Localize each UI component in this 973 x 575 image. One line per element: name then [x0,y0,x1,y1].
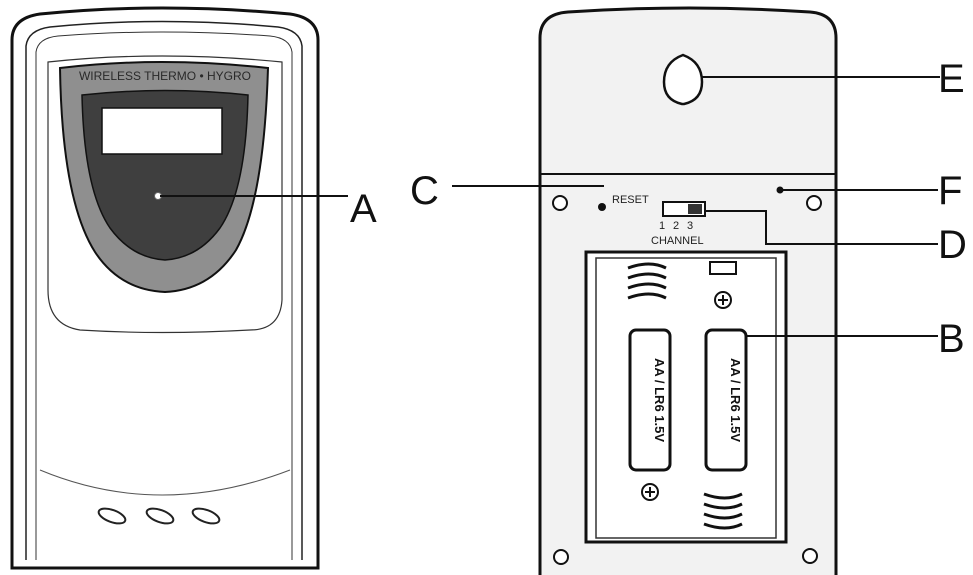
battery-spring-bottom-right [703,492,743,530]
back-device: RESET 1 2 3 CHANNEL AA / LR6 1 [410,6,967,575]
callout-label-c: C [410,169,439,213]
callout-line-d [705,210,938,245]
callout-label-b: B [938,317,965,361]
battery-text-left: AA / LR6 1.5V [652,358,667,442]
callout-label-d: D [938,223,967,267]
back-screw-hole-top-left [552,195,568,211]
reset-button-dot [598,203,606,211]
back-screw-hole-top-right [806,195,822,211]
back-hanging-hole [662,53,704,106]
front-device: WIRELESS THERMO • HYGRO A [10,6,377,570]
front-lower-curve [39,469,291,496]
battery-slot-left [628,328,672,472]
battery-slot-right [704,328,748,472]
callout-label-e: E [938,57,965,101]
back-screw-hole-bottom-right [802,548,818,564]
front-inner-frame-2 [35,31,293,560]
battery-compartment: AA / LR6 1.5V AA / LR6 1.5V [584,250,788,544]
front-inner-frame [25,20,303,560]
reset-label: RESET [612,194,649,206]
channel-switch: 1 2 3 CHANNEL [651,201,706,247]
front-brand-text: WIRELESS THERMO • HYGRO [79,69,251,83]
callout-label-f: F [938,169,962,213]
callout-label-a: A [350,187,377,231]
battery-text-right: AA / LR6 1.5V [728,358,743,442]
back-screw-hole-bottom-left [553,549,569,565]
channel-number-2: 2 [673,220,679,232]
front-vent-slots [97,507,221,525]
front-lcd-window [101,107,223,155]
channel-number-1: 1 [659,220,665,232]
channel-label: CHANNEL [651,235,704,247]
channel-number-3: 3 [687,220,693,232]
led-dot-f [776,186,784,194]
battery-spring-top-left [627,262,667,300]
